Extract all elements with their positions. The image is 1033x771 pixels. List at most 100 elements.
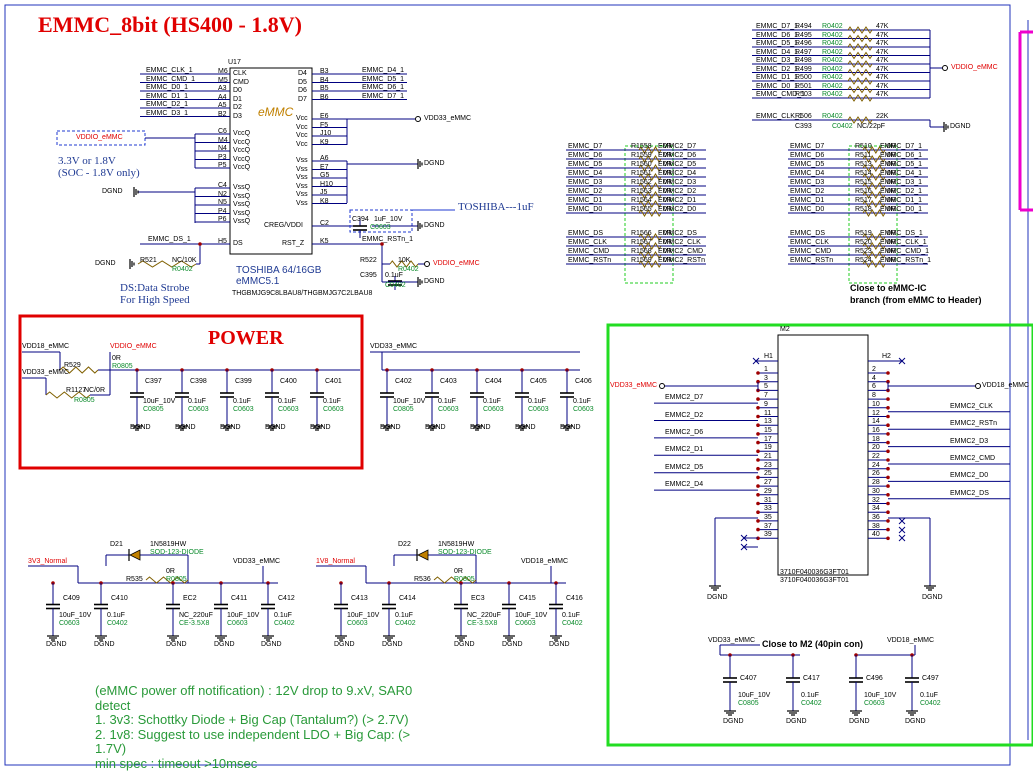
cap-refdes: C397 — [145, 378, 162, 385]
res-refdes: R529 — [64, 362, 81, 369]
branch-left-net: EMMC_D4 — [790, 170, 825, 177]
pin-number: 14 — [872, 418, 880, 426]
branch-right-net: EMMC2_DS — [658, 230, 697, 237]
pullup-value: 47K — [876, 31, 889, 39]
conn-net: EMMC2_D6 — [665, 428, 704, 436]
branch-right-net: EMMC_D5_1 — [880, 161, 923, 168]
pin-number: B5 — [320, 85, 329, 92]
branch-right-net: EMMC_D2_1 — [880, 188, 923, 195]
pin-number: E6 — [320, 113, 329, 120]
cap-value: 0.1uF — [528, 398, 546, 405]
pullup-resistor — [847, 94, 873, 102]
cap-refdes: C400 — [280, 378, 297, 385]
junction-dot — [756, 510, 760, 514]
branch-right-net: EMMC_D4_1 — [880, 170, 923, 177]
res-refdes: R506 — [795, 113, 812, 120]
pin-number: A6 — [320, 155, 329, 162]
pin-name: H1 — [764, 353, 773, 360]
pin-name: Vss — [296, 174, 308, 181]
emmc-net-label: EMMC_D0_1 — [146, 84, 189, 91]
dgnd-label: DGND — [549, 641, 570, 648]
pin-number: 8 — [872, 392, 876, 400]
part-name: eMMC5.1 — [236, 276, 280, 287]
branch-left-net: EMMC_D6 — [790, 152, 825, 159]
chip-refdes: U17 — [228, 59, 241, 66]
pullup-resistor — [847, 43, 873, 51]
power-off-note: (eMMC power off notification) : 12V drop… — [95, 683, 413, 698]
cap-refdes: C398 — [190, 378, 207, 385]
rst-net: EMMC_RSTn_1 — [362, 236, 413, 243]
diode-symbol — [417, 549, 429, 561]
cap-value: 0.1uF — [385, 272, 403, 279]
junction-dot — [756, 466, 760, 471]
res-refdes: R522 — [360, 257, 377, 264]
cap-refdes: C404 — [485, 378, 502, 385]
pin-number: 1 — [764, 366, 768, 373]
pullup-net: EMMC_CMD_1 — [756, 91, 806, 98]
pullup-value: 47K — [876, 23, 889, 30]
branch-value: 0R — [663, 239, 672, 246]
dgnd-label: DGND — [560, 424, 581, 431]
cap-pkg: C0603 — [347, 620, 368, 627]
branch-value: 0R — [663, 257, 672, 264]
branch-value: 0R — [663, 248, 672, 255]
pin-number: 18 — [872, 435, 880, 443]
branch-resistor — [638, 182, 662, 190]
vdd33-label: VDD33_eMMC — [708, 637, 756, 644]
pin-number: P6 — [218, 216, 227, 223]
res-pkg: R0805 — [166, 576, 187, 583]
r1127 — [45, 391, 91, 399]
branch-resistor — [862, 251, 886, 259]
pin-number: E7 — [320, 163, 329, 171]
emmc-net-label: EMMC_CLK_1 — [146, 67, 193, 74]
cap-pkg: C0402 — [562, 620, 583, 627]
pin-number: J5 — [320, 189, 328, 196]
cap-pkg: C0603 — [515, 620, 536, 627]
pin-name: Vss — [296, 182, 308, 190]
junction-dot — [756, 527, 760, 532]
nc-mark — [898, 534, 906, 542]
rail-in-label: 3V3_Normal — [28, 558, 67, 565]
branch-refdes: R1558 — [631, 143, 652, 150]
branch-value: 0R — [663, 152, 672, 159]
pin-number: A4 — [218, 93, 227, 101]
pullup-refdes: R496 — [795, 40, 812, 47]
branch-value: 0R — [887, 257, 896, 264]
branch-right-net: EMMC2_CLK — [658, 239, 701, 246]
pullup-value: 47K — [876, 74, 889, 81]
branch-right-net: EMMC_CMD_1 — [880, 248, 930, 255]
branch-left-net: EMMC_RSTn — [568, 257, 612, 264]
branch-right-net: EMMC2_D5 — [658, 161, 697, 168]
branch-resistor — [862, 164, 886, 172]
res-value: 0R — [112, 355, 121, 362]
conn-net: EMMC2_D0 — [950, 472, 989, 480]
branch-value: 0R — [663, 143, 672, 150]
conn-net: EMMC2_D3 — [950, 437, 989, 445]
junction-dot — [756, 501, 760, 506]
cap-pkg: C0603 — [59, 620, 80, 627]
pin-number: G5 — [320, 172, 330, 179]
pin-name: VssQ — [233, 218, 251, 225]
cap-value: 0.1uF — [107, 612, 125, 619]
r529 — [59, 366, 99, 374]
branch-refdes: R518 — [855, 206, 872, 213]
cap-refdes: C399 — [235, 378, 252, 385]
res-value: 0R — [454, 568, 463, 575]
cap-value: 0.1uF — [233, 398, 251, 405]
connector-refdes: M2 — [780, 326, 790, 333]
branch-left-net: EMMC_D3 — [790, 179, 825, 186]
branch-value: 0R — [663, 170, 672, 177]
branch-right-net: EMMC_D6_1 — [880, 152, 923, 159]
m2-connector-outline — [777, 334, 869, 576]
emmc-net-label: EMMC_D2_1 — [146, 101, 189, 108]
pin-number: 9 — [764, 400, 768, 408]
cap-refdes: EC2 — [183, 595, 197, 602]
cap-refdes: C414 — [399, 595, 416, 602]
res-refdes: R521 — [140, 257, 157, 264]
cap-pkg: C0603 — [370, 224, 391, 231]
branch-resistor — [862, 209, 886, 217]
pin-name: Vss — [296, 199, 308, 207]
pullup-net: EMMC_D2_1 — [756, 65, 799, 73]
dgnd-label: DGND — [380, 424, 401, 431]
cap-refdes: C409 — [63, 595, 80, 602]
